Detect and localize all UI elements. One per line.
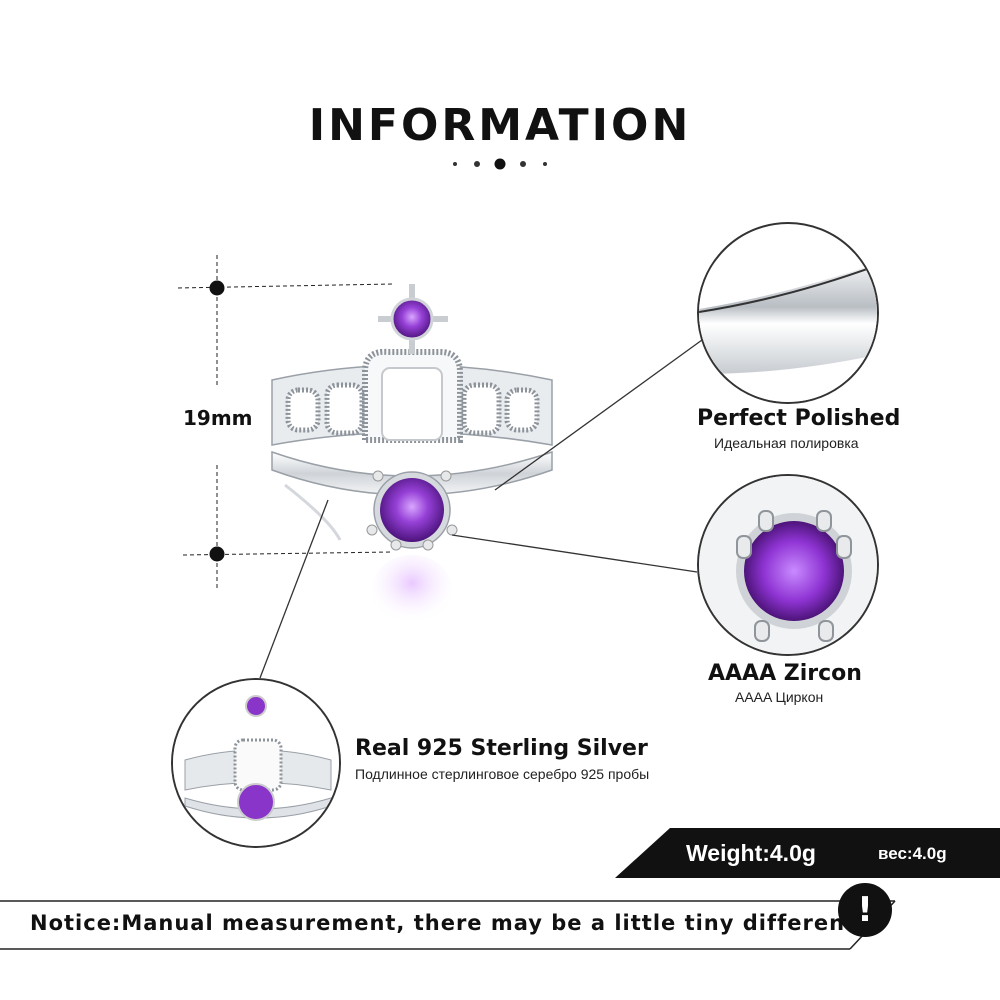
silver-title: Real 925 Sterling Silver: [355, 736, 648, 761]
dimension-top-marker: [209, 280, 225, 296]
warning-icon-symbol: !: [857, 890, 873, 930]
leader-lines: [259, 339, 703, 679]
zircon-subtitle: AAAA Циркон: [735, 689, 824, 705]
page-title: INFORMATION: [308, 100, 692, 151]
top-gem: [378, 284, 448, 354]
silver-subtitle: Подлинное стерлинговое серебро 925 пробы: [355, 766, 650, 782]
weight-label: Weight:4.0g: [686, 840, 816, 866]
zircon-title: AAAA Zircon: [708, 661, 862, 686]
weight-label-ru: вес:4.0g: [878, 844, 947, 863]
polished-title: Perfect Polished: [697, 406, 901, 431]
main-gem: [366, 470, 458, 551]
polished-detail-image: [697, 222, 879, 404]
notice-text: Notice:Manual measurement, there may be …: [30, 911, 883, 935]
warning-icon: !: [838, 883, 892, 937]
height-dimension-label: 19mm: [183, 406, 253, 430]
silver-detail-image: [171, 678, 341, 848]
pagination-dots: [453, 158, 547, 170]
weight-banner: [615, 828, 1000, 878]
dimension-bottom-marker: [209, 546, 225, 562]
zircon-detail-image: [697, 474, 879, 656]
polished-subtitle: Идеальная полировка: [714, 435, 859, 451]
